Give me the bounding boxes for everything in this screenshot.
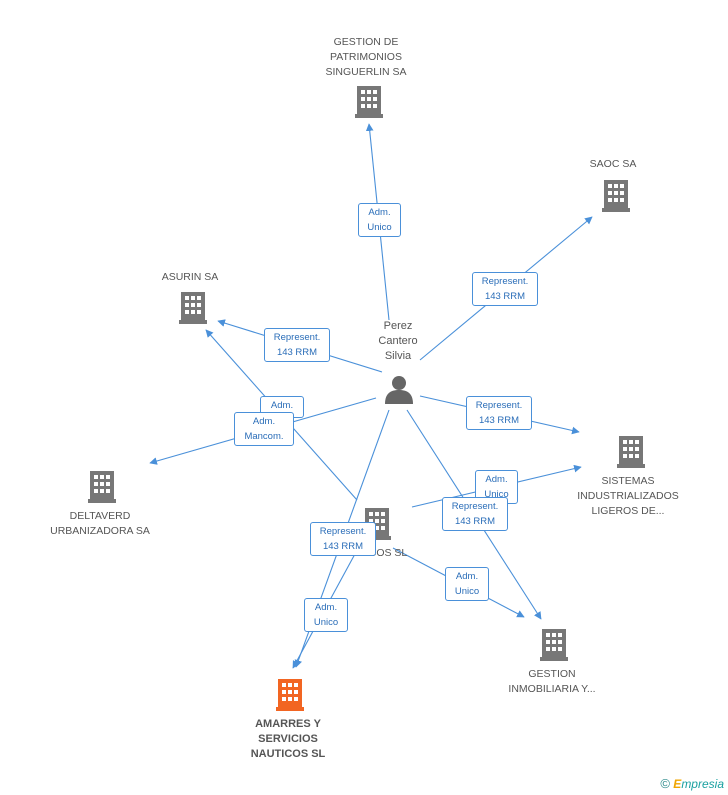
empresia-logo[interactable]: Empresia: [673, 777, 724, 791]
edge-label-line-2: 143 RRM: [276, 347, 318, 358]
edge-label-adm-unico-gestion-inmobiliaria[interactable]: Adm. Unico: [445, 567, 489, 601]
edge-label-line-2: Unico: [484, 489, 509, 500]
footer: © Empresia: [660, 776, 724, 791]
brand-first-letter: E: [673, 777, 682, 791]
node-label-amarres[interactable]: AMARRES Y SERVICIOS NAUTICOS SL: [250, 718, 326, 760]
copyright-symbol: ©: [660, 776, 670, 791]
node-label-saoc[interactable]: SAOC SA: [589, 158, 637, 170]
node-label-sistemas[interactable]: SISTEMAS INDUSTRIALIZADOS LIGEROS DE...: [577, 475, 679, 517]
edge-label-line-1: Represent.: [319, 526, 367, 537]
edge-label-line-2: Unico: [454, 586, 480, 597]
edge-label-line-2: Unico: [313, 617, 339, 628]
brand-rest: mpresia: [681, 777, 724, 791]
building-icon-gestion-patrimonios[interactable]: [355, 86, 383, 118]
edge-label-line-1: Adm.: [314, 602, 338, 613]
edge-label-represent-amarres[interactable]: Represent. 143 RRM: [310, 522, 376, 556]
edge-label-line-2: 143 RRM: [478, 415, 520, 426]
node-label-gestion-inmobiliaria[interactable]: GESTION INMOBILIARIA Y...: [508, 668, 596, 695]
edge-label-line-1: Adm.: [270, 400, 294, 411]
edge-label-line-2: Mancom.: [244, 431, 284, 442]
edge-label-line-1: Represent.: [273, 332, 321, 343]
edge-label-line-1: Represent.: [451, 501, 499, 512]
building-icon-gestion-inmobiliaria[interactable]: [540, 629, 568, 661]
edge-label-adm-unico-gestion-patrimonios[interactable]: Adm. Unico: [358, 203, 401, 237]
building-icon-deltaverd[interactable]: [88, 471, 116, 503]
node-label-asurin[interactable]: ASURIN SA: [161, 271, 219, 283]
edge-label-line-1: Adm.: [252, 416, 276, 427]
edge-label-line-2: 143 RRM: [454, 516, 496, 527]
edge-label-line-1: Adm.: [368, 207, 391, 218]
edge-label-line-2: 143 RRM: [484, 291, 526, 302]
edge-label-line-1: Represent.: [481, 276, 529, 287]
person-icon[interactable]: [385, 376, 413, 404]
building-icon-amarres[interactable]: [276, 679, 304, 711]
edge-label-represent-saoc[interactable]: Represent. 143 RRM: [472, 272, 538, 306]
edge-label-represent-asurin[interactable]: Represent. 143 RRM: [264, 328, 330, 362]
edge-label-line-2: Unico: [367, 222, 392, 233]
person-name[interactable]: Perez Cantero Silvia: [378, 320, 418, 362]
edge-label-line-1: Adm.: [485, 474, 508, 485]
building-icon-asurin[interactable]: [179, 292, 207, 324]
building-icon-sistemas[interactable]: [617, 436, 645, 468]
edge-label-represent-gestion-inmobiliaria[interactable]: Represent. 143 RRM: [442, 497, 508, 531]
edge-label-represent-sistemas[interactable]: Represent. 143 RRM: [466, 396, 532, 430]
edge-label-adm-unico-amarres[interactable]: Adm. Unico: [304, 598, 348, 632]
edge-label-line-1: Adm.: [455, 571, 479, 582]
node-label-deltaverd[interactable]: DELTAVERD URBANIZADORA SA: [50, 510, 150, 537]
node-label-gestion-patrimonios[interactable]: GESTION DE PATRIMONIOS SINGUERLIN SA: [325, 36, 407, 78]
building-icon-saoc[interactable]: [602, 180, 630, 212]
edge-label-line-1: Represent.: [475, 400, 523, 411]
edge-label-line-2: 143 RRM: [322, 541, 364, 552]
edge-label-adm-mancom-deltaverd[interactable]: Adm. Mancom.: [234, 412, 294, 446]
